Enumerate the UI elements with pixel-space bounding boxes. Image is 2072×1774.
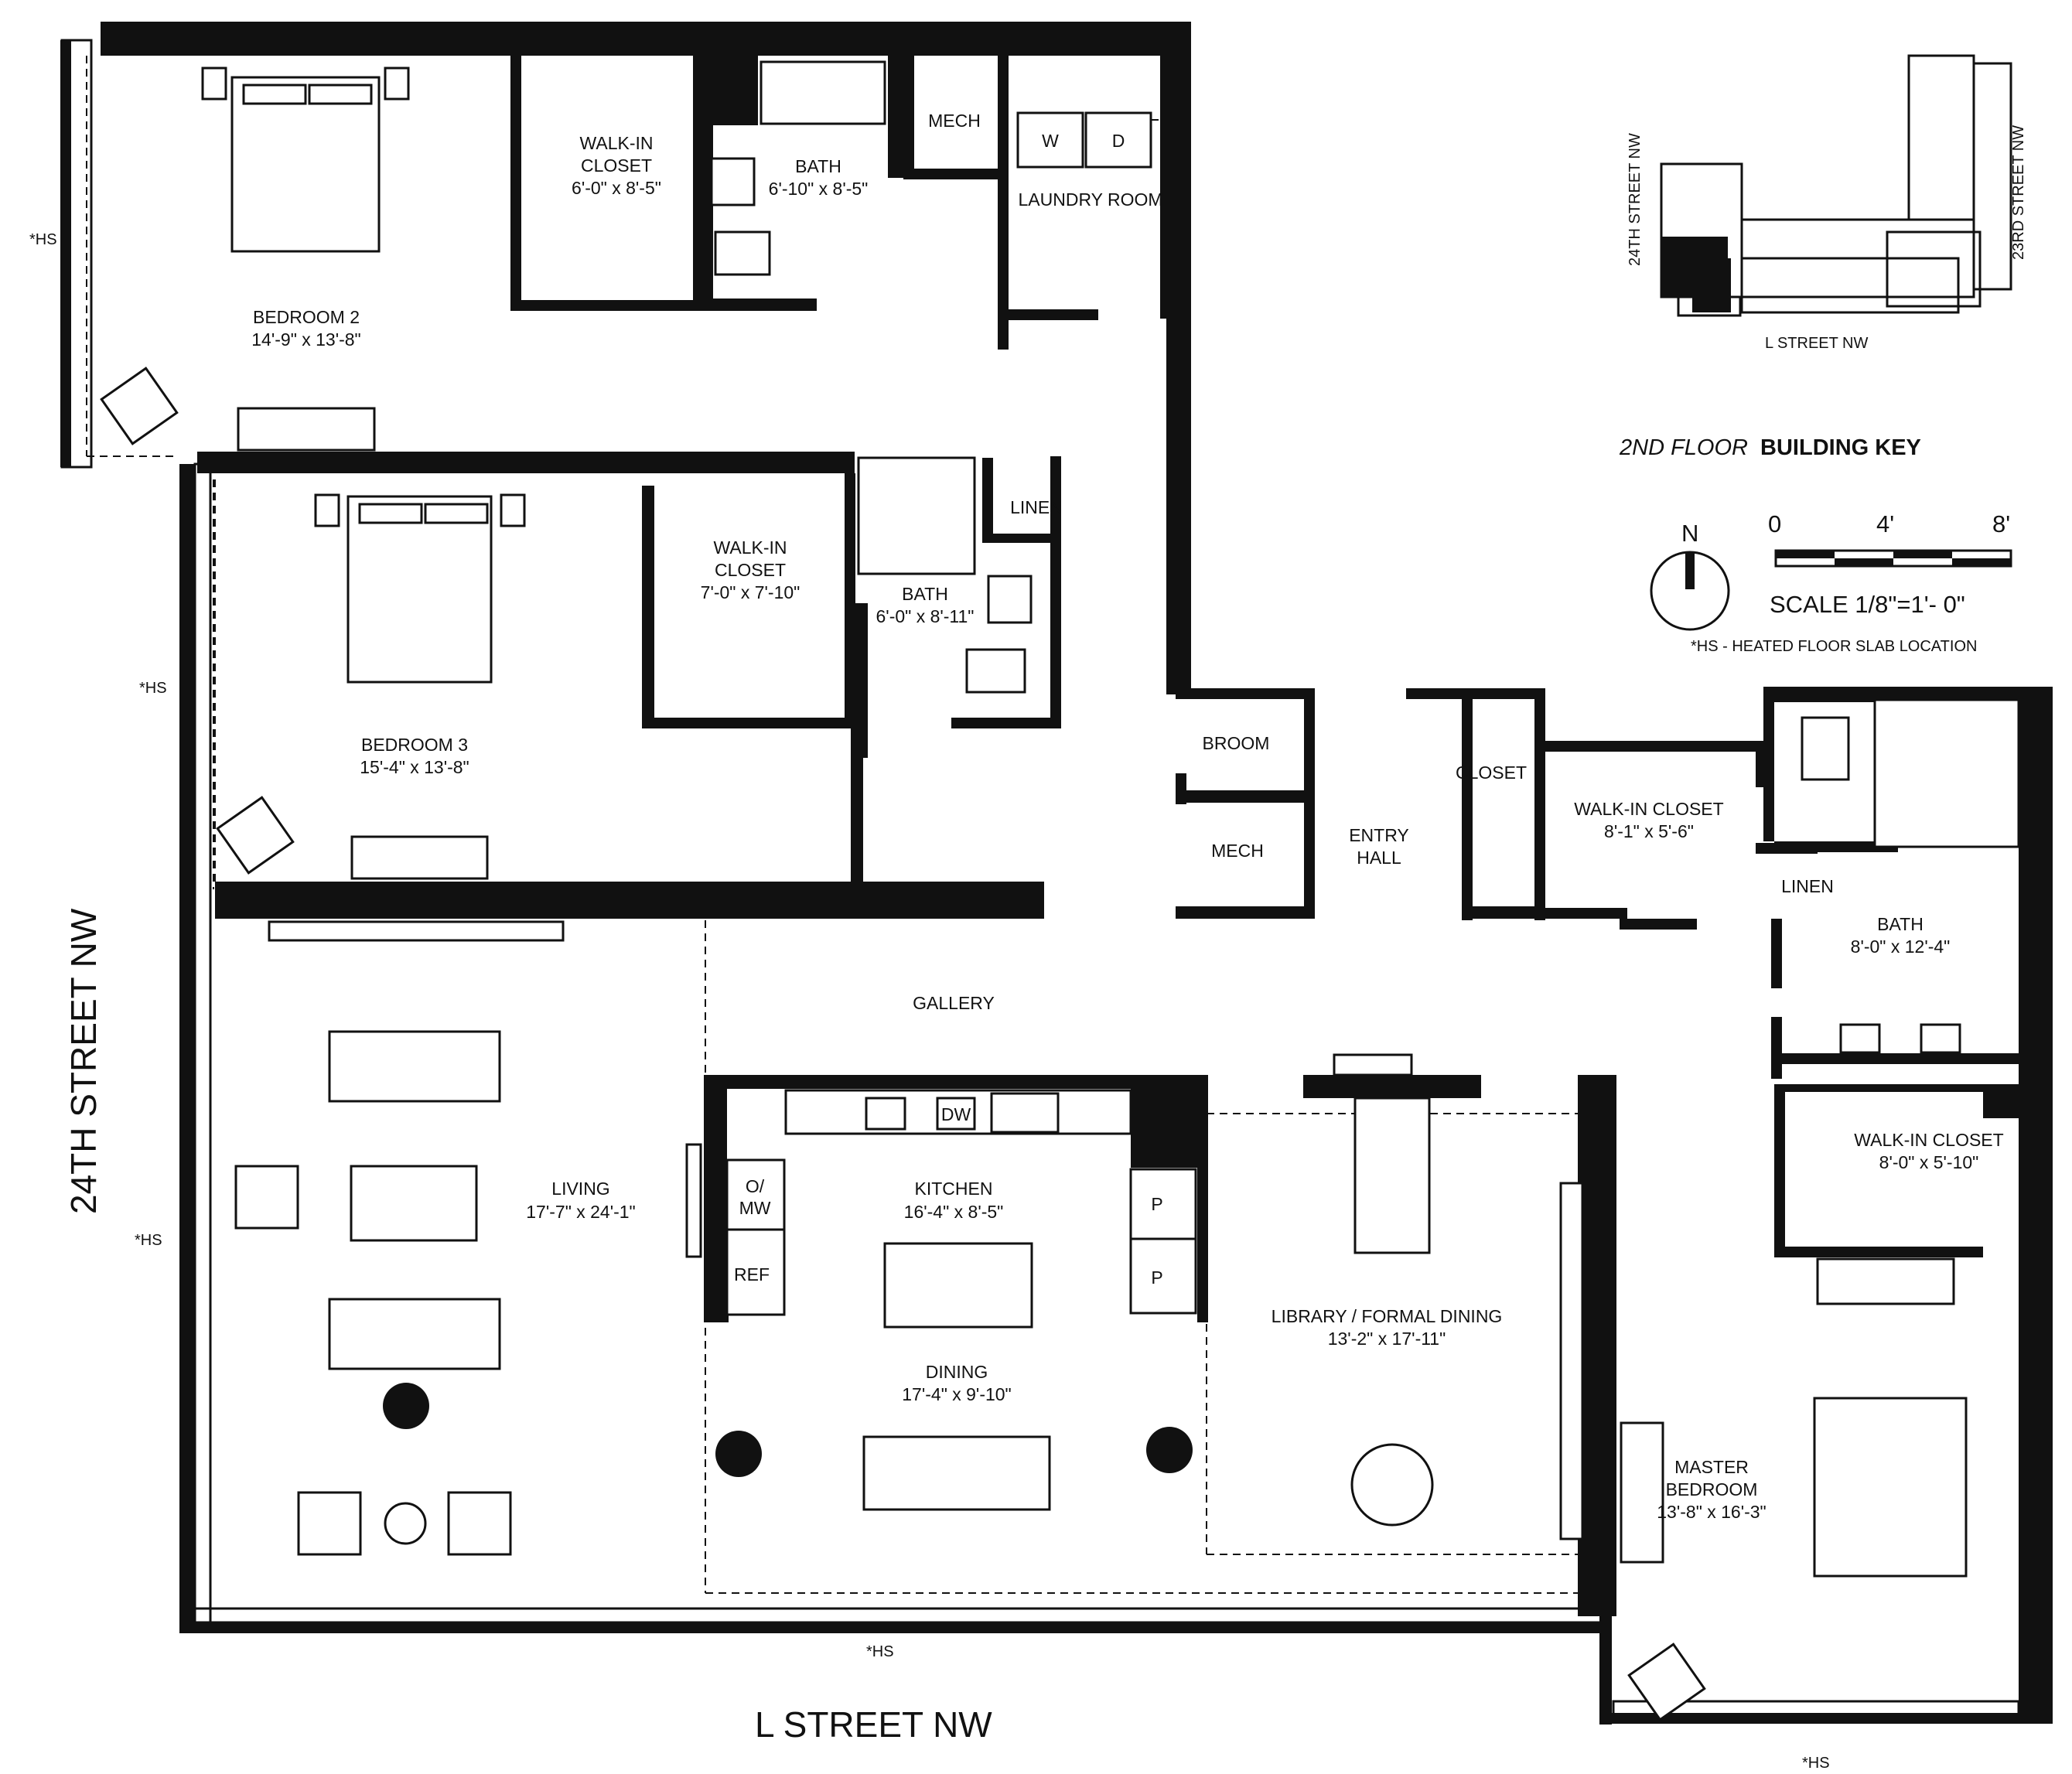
wic1-name1: WALK-IN	[580, 133, 654, 153]
key-title-italic: 2ND FLOOR	[1619, 435, 1748, 460]
street-west-label: 24TH STREET NW	[63, 908, 104, 1214]
hs-note-bedroom3: *HS	[139, 680, 167, 697]
furniture	[100, 60, 2020, 1721]
scale-tick-0: 0	[1768, 510, 1781, 537]
key-street-south: L STREET NW	[1765, 335, 1868, 352]
building-key: 24TH STREET NW 23RD STREET NW L STREET N…	[1619, 54, 2027, 460]
kitchen-omw1: O/	[746, 1176, 765, 1196]
kitchen-ref: REF	[734, 1264, 770, 1284]
hs-note-living: *HS	[135, 1232, 162, 1249]
wic4-dims: 8'-0" x 5'-10"	[1879, 1152, 1979, 1172]
wic3-name: WALK-IN CLOSET	[1574, 799, 1723, 819]
dining-name: DINING	[926, 1362, 988, 1382]
broom-name: BROOM	[1203, 733, 1270, 753]
interior-walls	[197, 56, 2022, 1616]
room-labels: BEDROOM 2 14'-9" x 13'-8" WALK-IN CLOSET…	[251, 111, 2003, 1522]
key-title-bold: BUILDING KEY	[1760, 435, 1921, 460]
master-dims: 13'-8" x 16'-3"	[1657, 1502, 1766, 1522]
hs-note-south: *HS	[866, 1643, 894, 1660]
bath3-name: BATH	[1877, 914, 1924, 934]
scale-tick-8: 8'	[1992, 510, 2010, 537]
key-street-west: 24TH STREET NW	[1627, 133, 1644, 266]
living-dims: 17'-7" x 24'-1"	[526, 1202, 635, 1222]
wic1-name2: CLOSET	[581, 155, 652, 176]
kitchen-name: KITCHEN	[915, 1179, 993, 1199]
entry-name2: HALL	[1357, 848, 1401, 868]
bedroom2-name: BEDROOM 2	[253, 307, 360, 327]
street-south-label: L STREET NW	[755, 1704, 992, 1745]
scale-bar: 0 4' 8' SCALE 1/8"=1'- 0" *HS - HEATED F…	[1691, 510, 2012, 655]
bath1-name: BATH	[795, 156, 841, 176]
kitchen-omw2: MW	[739, 1198, 771, 1218]
bath1-dims: 6'-10" x 8'-5"	[769, 179, 869, 199]
gallery-name: GALLERY	[913, 993, 995, 1013]
bath2-dims: 6'-0" x 8'-11"	[876, 606, 975, 626]
closet-name: CLOSET	[1456, 762, 1527, 783]
dining-dims: 17'-4" x 9'-10"	[902, 1384, 1011, 1404]
kitchen-dw: DW	[941, 1104, 971, 1124]
laundry-name: LAUNDRY ROOM	[1018, 189, 1162, 210]
bedroom3-name: BEDROOM 3	[361, 735, 468, 755]
hs-note-bedroom2: *HS	[29, 231, 57, 248]
library-name: LIBRARY / FORMAL DINING	[1272, 1306, 1503, 1326]
hs-notes: *HS *HS *HS *HS *HS	[29, 231, 1830, 1772]
scale-text: SCALE 1/8"=1'- 0"	[1770, 591, 1965, 618]
bedroom2-dims: 14'-9" x 13'-8"	[251, 329, 360, 350]
wic2-name2: CLOSET	[715, 560, 786, 580]
kitchen-p2: P	[1151, 1267, 1162, 1288]
kitchen-dims: 16'-4" x 8'-5"	[904, 1202, 1004, 1222]
bedroom3-dims: 15'-4" x 13'-8"	[360, 757, 469, 777]
wic2-name1: WALK-IN	[714, 537, 787, 558]
north-arrow-needle	[1685, 552, 1695, 589]
hs-note-master: *HS	[1802, 1755, 1830, 1772]
wic4-name: WALK-IN CLOSET	[1854, 1130, 2003, 1150]
linen2-name: LINEN	[1781, 876, 1834, 896]
key-street-east: 23RD STREET NW	[2010, 125, 2027, 260]
mech2-name: MECH	[1211, 841, 1264, 861]
mech1-name: MECH	[928, 111, 981, 131]
library-dims: 13'-2" x 17'-11"	[1328, 1329, 1446, 1349]
wic2-dims: 7'-0" x 7'-10"	[701, 582, 800, 602]
master-name2: BEDROOM	[1666, 1479, 1758, 1499]
living-name: LIVING	[551, 1179, 609, 1199]
kitchen-p1: P	[1151, 1194, 1162, 1214]
wic3-dims: 8'-1" x 5'-6"	[1604, 821, 1694, 841]
north-label: N	[1681, 520, 1698, 547]
linen1-name: LINEN	[1010, 497, 1063, 517]
scale-tick-4: 4'	[1876, 510, 1894, 537]
wic1-dims: 6'-0" x 8'-5"	[572, 178, 661, 198]
north-arrow: N	[1650, 520, 1730, 631]
svg-text:2ND FLOOR BUILDING KEY: 2ND FLOOR BUILDING KEY	[1619, 435, 1921, 460]
entry-name1: ENTRY	[1349, 825, 1409, 845]
hs-legend: *HS - HEATED FLOOR SLAB LOCATION	[1691, 638, 1977, 655]
bath3-dims: 8'-0" x 12'-4"	[1851, 936, 1951, 957]
laundry-w: W	[1042, 131, 1059, 151]
master-name1: MASTER	[1674, 1457, 1749, 1477]
laundry-d: D	[1112, 131, 1125, 151]
bath2-name: BATH	[902, 584, 948, 604]
